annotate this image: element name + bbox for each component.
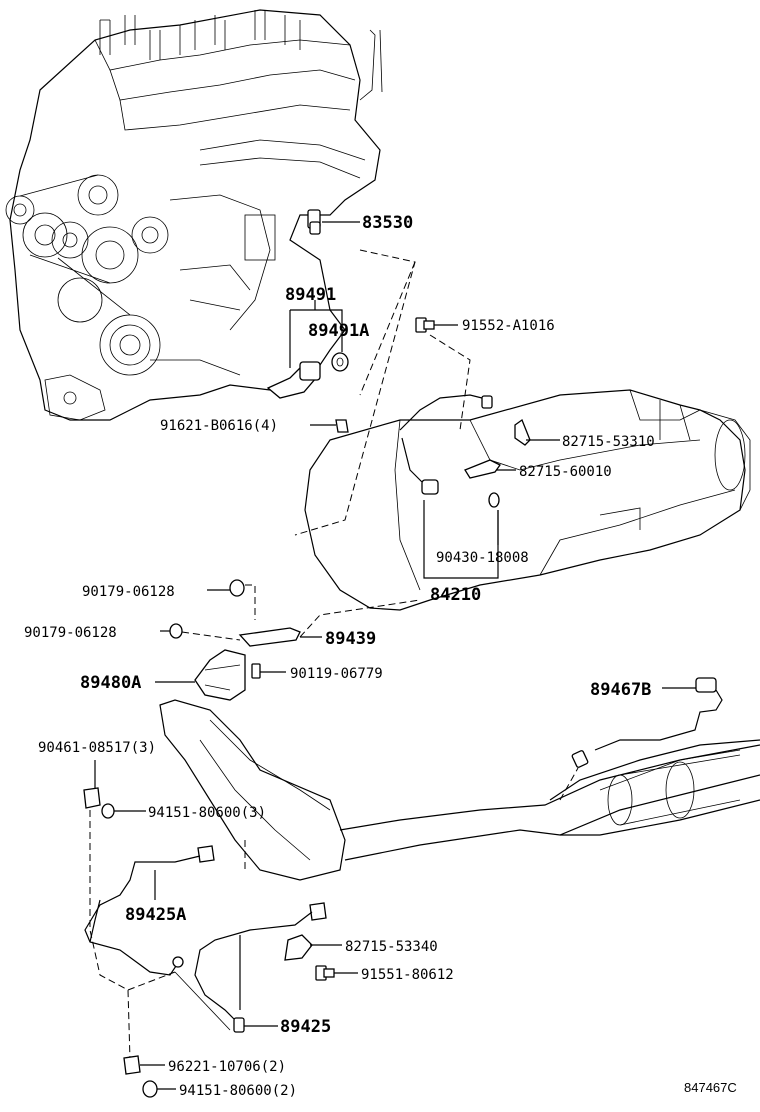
label-82715-53310: 82715-53310 bbox=[562, 434, 655, 450]
label-91552-A1016: 91552-A1016 bbox=[462, 318, 555, 334]
label-90179-06128-lower: 90179-06128 bbox=[24, 625, 117, 641]
oil-pressure-switch bbox=[307, 209, 321, 235]
label-82715-60010: 82715-60010 bbox=[519, 464, 612, 480]
label-82715-53340: 82715-53340 bbox=[345, 939, 438, 955]
engine-illustration bbox=[5, 9, 383, 421]
label-83530: 83530 bbox=[362, 213, 413, 233]
label-90430-18008: 90430-18008 bbox=[436, 550, 529, 566]
label-89491: 89491 bbox=[285, 285, 336, 305]
bracket-89439 bbox=[194, 627, 301, 701]
label-96221-10706: 96221-10706(2) bbox=[168, 1059, 286, 1075]
exhaust-illustration bbox=[159, 699, 760, 881]
oxygen-sensor-89467B bbox=[571, 677, 723, 768]
transmission-illustration bbox=[304, 389, 751, 611]
label-94151-80600-upper: 94151-80600(3) bbox=[148, 805, 266, 821]
cam-position-sensor bbox=[266, 352, 349, 433]
label-90119-06779: 90119-06779 bbox=[290, 666, 383, 682]
label-91551-80612: 91551-80612 bbox=[361, 967, 454, 983]
diagram-reference-code: 847467C bbox=[684, 1080, 737, 1095]
label-90179-06128-upper: 90179-06128 bbox=[82, 584, 175, 600]
label-89425A: 89425A bbox=[125, 905, 186, 925]
label-89491A: 89491A bbox=[308, 321, 369, 341]
label-89467B: 89467B bbox=[590, 680, 651, 700]
oxygen-sensor-harness bbox=[84, 845, 327, 1033]
label-89425: 89425 bbox=[280, 1017, 331, 1037]
bolt-91552 bbox=[415, 317, 435, 333]
label-89439: 89439 bbox=[325, 629, 376, 649]
label-90461-08517: 90461-08517(3) bbox=[38, 740, 156, 756]
label-84210: 84210 bbox=[430, 585, 481, 605]
label-89480A: 89480A bbox=[80, 673, 141, 693]
label-94151-80600-lower: 94151-80600(2) bbox=[179, 1083, 297, 1099]
label-91621-B0616: 91621-B0616(4) bbox=[160, 418, 278, 434]
